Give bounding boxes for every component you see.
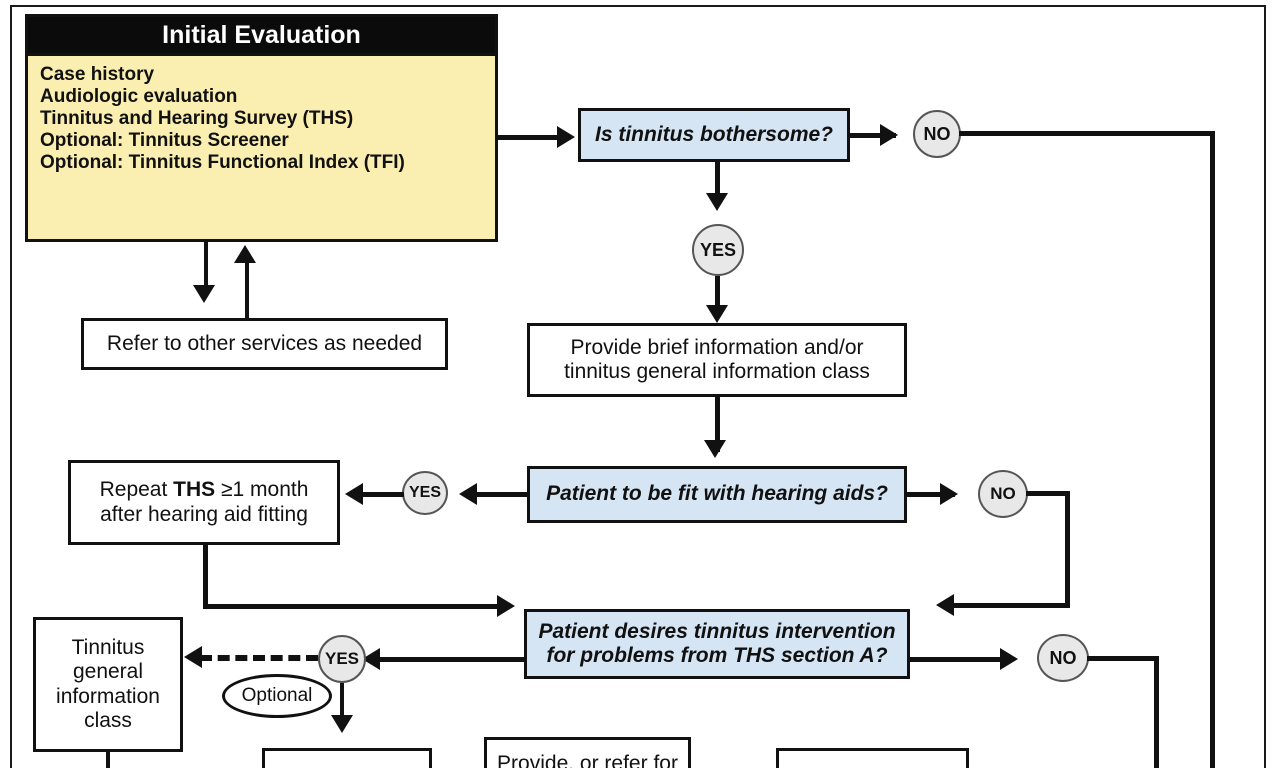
- connector-repeatths-right: [203, 604, 503, 609]
- desires-intervention-acronym: THS: [733, 644, 776, 667]
- tinnitus-class-line1: Tinnitus: [71, 635, 145, 659]
- connector-optional-dashed: [200, 655, 318, 661]
- tinnitus-class-line3: information: [56, 684, 160, 708]
- connector-no3-down: [1154, 656, 1159, 768]
- desires-intervention-line2-suffix: section A?: [775, 644, 888, 667]
- connector-decision3-no: [910, 657, 1010, 662]
- provide-brief-info-line2: tinnitus general information class: [564, 360, 870, 383]
- arrowhead-no2-to-decision3: [936, 594, 954, 616]
- repeat-ths-line1-prefix: Repeat: [99, 478, 174, 502]
- arrowhead-decision1-yes: [706, 193, 728, 211]
- connector-yes2-left: [356, 492, 404, 497]
- decision-desires-intervention: Patient desires tinnitus intervention fo…: [524, 609, 910, 679]
- eval-item-tfi: Optional: Tinnitus Functional Index (TFI…: [40, 152, 405, 174]
- optional-label-ellipse: Optional: [222, 674, 332, 718]
- decision-hearing-aids-label: Patient to be fit with hearing aids?: [546, 482, 888, 506]
- connector-no1-right: [959, 131, 1215, 136]
- provide-brief-info-line1: Provide brief information and/or: [570, 335, 864, 359]
- arrowhead-decision3-no: [1000, 648, 1018, 670]
- refer-other-services-box: Refer to other services as needed: [81, 318, 448, 370]
- badge-yes-bothersome: YES: [692, 224, 744, 276]
- connector-no2-down: [1065, 491, 1070, 608]
- initial-evaluation-header: Initial Evaluation: [25, 14, 498, 53]
- repeat-ths-acronym: THS: [173, 478, 216, 502]
- arrowhead-eval-to-decision1: [557, 126, 575, 148]
- arrowhead-repeatths-to-decision3: [497, 595, 515, 617]
- refer-other-services-label: Refer to other services as needed: [106, 331, 423, 355]
- connector-decision1-yes: [715, 162, 720, 202]
- connector-eval-to-decision1: [498, 135, 560, 140]
- arrowhead-optional-dashed: [184, 646, 202, 668]
- arrowhead-decision1-no: [880, 124, 898, 146]
- eval-item-audiologic: Audiologic evaluation: [40, 86, 238, 108]
- connector-tinnitus-class-down: [106, 752, 110, 768]
- badge-no-intervention: NO: [1037, 634, 1089, 682]
- provide-brief-information-box: Provide brief information and/or tinnitu…: [527, 323, 907, 397]
- connector-no2-right: [1026, 491, 1070, 496]
- connector-decision1-no: [850, 133, 896, 138]
- arrowhead-refer-to-eval: [234, 245, 256, 263]
- provide-or-refer-label: Provide, or refer for: [497, 752, 678, 768]
- tinnitus-general-info-class-box: Tinnitus general information class: [33, 617, 183, 752]
- connector-yes3-down: [340, 683, 344, 723]
- eval-item-tinnitus-screener: Optional: Tinnitus Screener: [40, 130, 289, 152]
- arrowhead-brief-to-decision2: [704, 440, 726, 458]
- connector-no3-right: [1087, 656, 1159, 661]
- desires-intervention-line2-prefix: for problems from: [546, 644, 734, 667]
- connector-decision2-no: [907, 492, 955, 497]
- arrowhead-decision3-yes: [362, 648, 380, 670]
- bottom-box-left-empty: [262, 748, 432, 768]
- initial-evaluation-panel: Case history Audiologic evaluation Tinni…: [25, 53, 498, 242]
- connector-eval-to-refer: [204, 242, 208, 288]
- connector-no2-left: [946, 603, 1070, 608]
- connector-decision2-yes: [466, 492, 528, 497]
- desires-intervention-line1: Patient desires tinnitus intervention: [538, 619, 896, 643]
- decision-fit-hearing-aids: Patient to be fit with hearing aids?: [527, 466, 907, 523]
- badge-no-hearing-aids: NO: [978, 470, 1028, 518]
- eval-item-case-history: Case history: [40, 64, 155, 85]
- badge-yes-intervention: YES: [318, 635, 366, 683]
- bottom-box-right-empty: [776, 748, 969, 768]
- tinnitus-class-line2: general: [72, 660, 144, 684]
- arrowhead-yes2-left: [345, 483, 363, 505]
- connector-refer-to-eval: [245, 252, 249, 320]
- connector-brief-to-decision2: [715, 397, 720, 452]
- decision-bothersome-label: Is tinnitus bothersome?: [594, 122, 833, 146]
- connector-yes1-down: [715, 276, 720, 312]
- tinnitus-class-line4: class: [84, 708, 132, 732]
- arrowhead-decision2-yes: [459, 483, 477, 505]
- page-border: [10, 5, 1266, 768]
- connector-repeatths-down: [203, 545, 208, 608]
- provide-or-refer-box: Provide, or refer for: [484, 737, 691, 768]
- arrowhead-decision2-no: [940, 483, 958, 505]
- badge-yes-hearing-aids: YES: [402, 471, 448, 515]
- arrowhead-yes1-down: [706, 305, 728, 323]
- repeat-ths-line1-suffix: ≥1 month: [215, 478, 309, 502]
- arrowhead-eval-to-refer: [193, 285, 215, 303]
- repeat-ths-line2: after hearing aid fitting: [100, 502, 308, 526]
- eval-item-ths: Tinnitus and Hearing Survey (THS): [40, 108, 354, 130]
- arrowhead-yes3-down: [331, 715, 353, 733]
- connector-no1-down: [1210, 131, 1215, 768]
- repeat-ths-box: Repeat THS ≥1 month after hearing aid fi…: [68, 460, 340, 545]
- badge-no-bothersome: NO: [913, 110, 961, 158]
- connector-decision3-yes: [372, 657, 524, 662]
- decision-is-tinnitus-bothersome: Is tinnitus bothersome?: [578, 108, 850, 162]
